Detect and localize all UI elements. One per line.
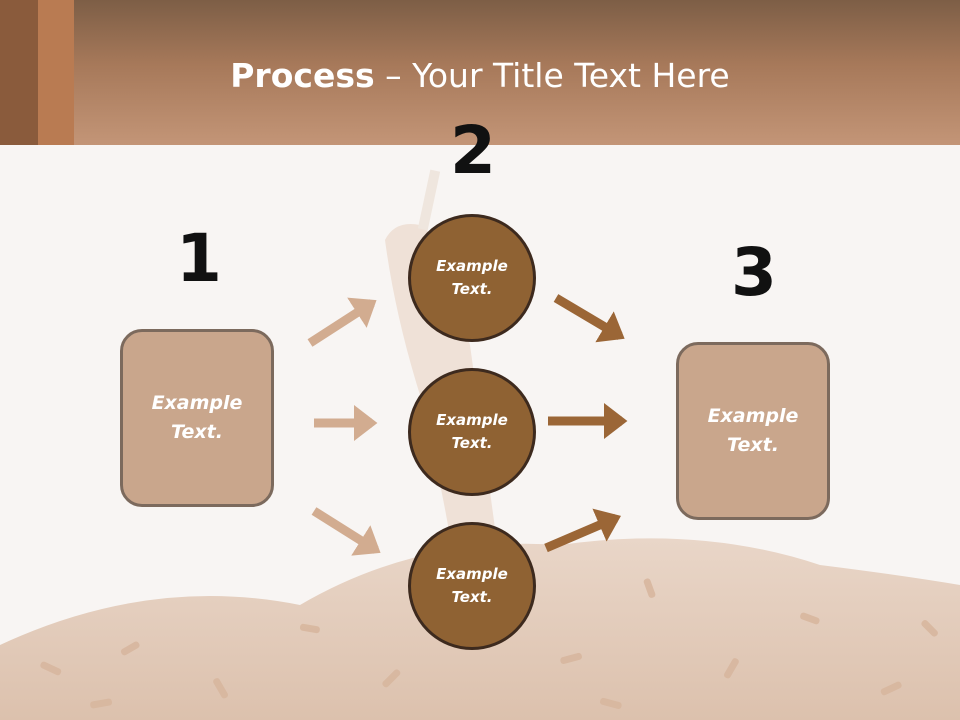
step-1-box[interactable]: Example Text. [120, 329, 274, 507]
circle-middle-line1: Example [436, 411, 508, 429]
arrow-1-to-bottom [311, 507, 381, 556]
header-accent-strip-light [38, 0, 74, 145]
arrow-bottom-to-3 [544, 508, 621, 553]
step-3-box[interactable]: Example Text. [676, 342, 830, 520]
title-rest: – Your Title Text Here [374, 56, 730, 95]
step-3-box-line2: Text. [727, 434, 779, 456]
step-1-box-line2: Text. [171, 421, 223, 443]
step-number-1: 1 [176, 220, 222, 297]
circle-bottom-line2: Text. [451, 588, 493, 606]
step-1-box-text: Example Text. [152, 389, 243, 447]
step-number-3: 3 [731, 234, 777, 311]
circle-bottom-line1: Example [436, 565, 508, 583]
arrow-top-to-3 [553, 294, 625, 343]
circle-middle-line2: Text. [451, 434, 493, 452]
circle-top-line2: Text. [451, 280, 493, 298]
circle-bottom-text: Example Text. [436, 563, 508, 609]
title-bar: Process – Your Title Text Here [0, 0, 960, 145]
step-3-box-line1: Example [707, 405, 799, 427]
circle-top-text: Example Text. [436, 255, 508, 301]
step-3-box-text: Example Text. [708, 402, 799, 460]
arrow-1-to-top [307, 297, 377, 347]
slide-title: Process – Your Title Text Here [0, 56, 960, 96]
step-2-circle-bottom[interactable]: Example Text. [408, 522, 536, 650]
step-2-circle-top[interactable]: Example Text. [408, 214, 536, 342]
circle-middle-text: Example Text. [436, 409, 508, 455]
step-2-circle-middle[interactable]: Example Text. [408, 368, 536, 496]
header-accent-strip [0, 0, 38, 145]
circle-top-line1: Example [436, 257, 508, 275]
step-number-2: 2 [450, 112, 496, 189]
step-1-box-line1: Example [151, 392, 243, 414]
title-bold: Process [230, 56, 375, 95]
